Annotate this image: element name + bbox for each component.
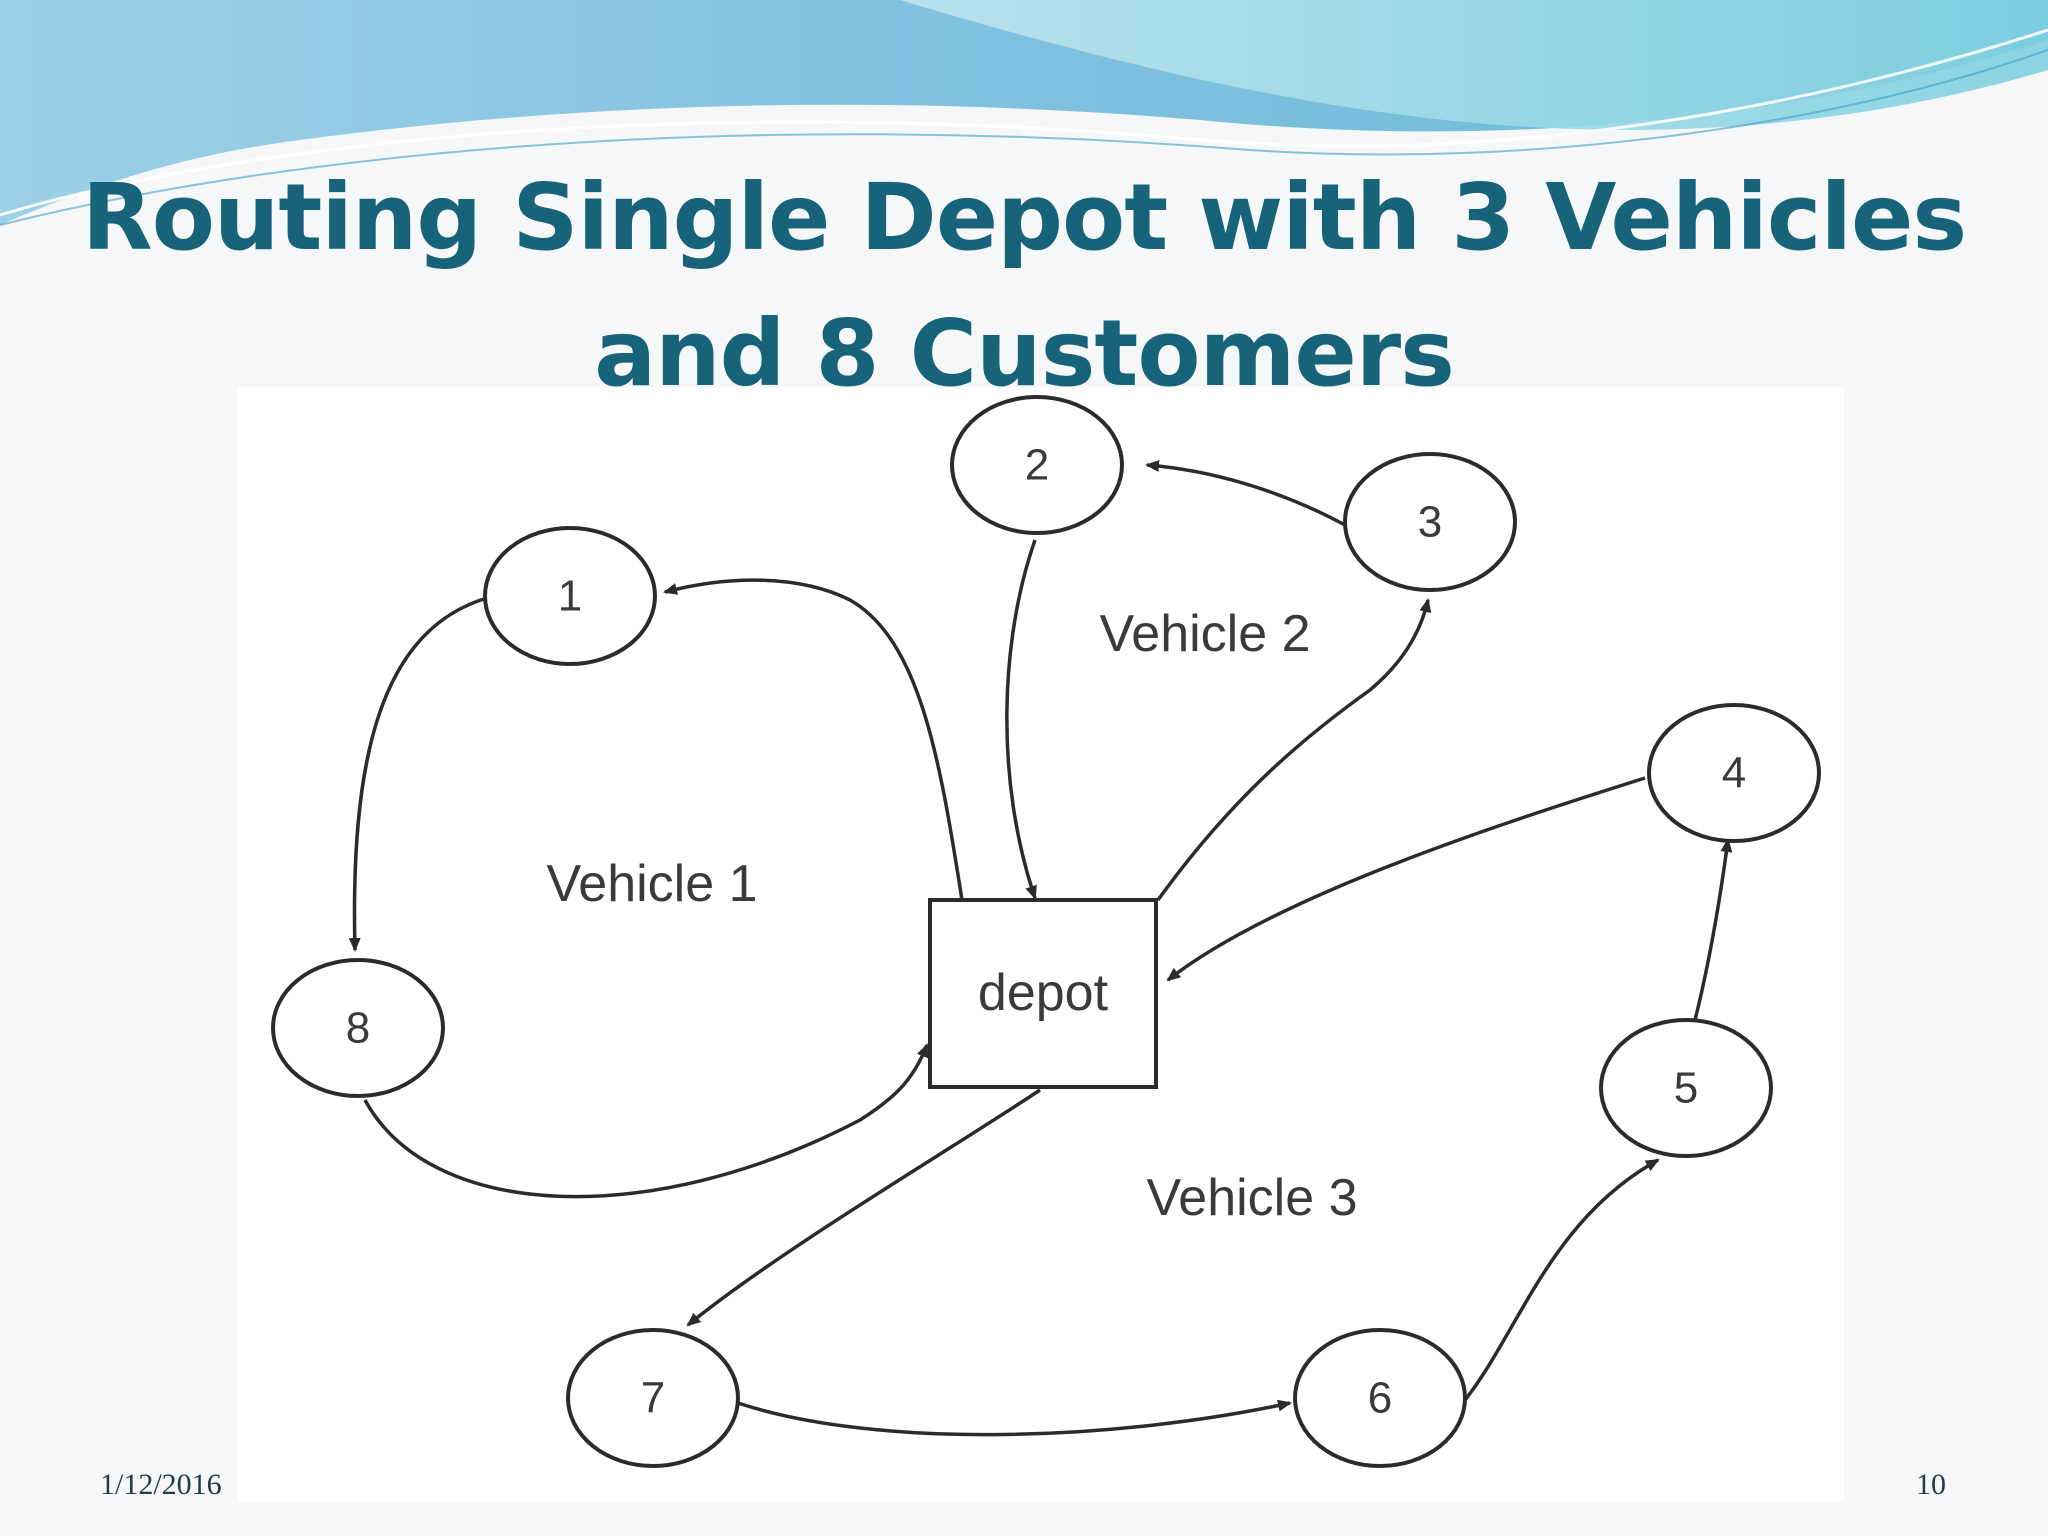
node-label: 2 — [1025, 441, 1049, 490]
vehicle-3-label: Vehicle 3 — [1146, 1169, 1357, 1227]
edge-5-to-4 — [1693, 838, 1733, 1021]
node-label: 4 — [1722, 749, 1746, 798]
header-wave-decoration — [0, 0, 2048, 226]
edge-depot-to-1 — [663, 578, 964, 901]
edge-2-to-depot — [1005, 539, 1037, 900]
slide-date: 1/12/2016 — [100, 1468, 222, 1501]
edge-3-to-2 — [1145, 459, 1346, 527]
customer-node-3: 3 — [1343, 452, 1517, 592]
customer-node-8: 8 — [271, 958, 445, 1098]
node-label: 5 — [1674, 1064, 1698, 1113]
vehicle-1-label: Vehicle 1 — [546, 855, 757, 913]
depot-label: depot — [978, 964, 1109, 1022]
node-label: 7 — [641, 1374, 665, 1423]
customer-node-2: 2 — [950, 395, 1124, 535]
edge-7-to-6 — [737, 1399, 1292, 1437]
customer-node-7: 7 — [566, 1328, 740, 1468]
slide-page-number: 10 — [1916, 1468, 1946, 1501]
node-label: 1 — [558, 572, 582, 621]
edge-4-to-depot — [1166, 776, 1646, 982]
edge-6-to-5 — [1463, 1158, 1660, 1402]
customer-node-5: 5 — [1599, 1018, 1773, 1158]
edge-depot-to-7 — [686, 1088, 1041, 1327]
slide-title-line-1: Routing Single Depot with 3 Vehicles — [81, 164, 1967, 271]
node-label: 6 — [1368, 1374, 1392, 1423]
vehicle-2-label: Vehicle 2 — [1099, 605, 1310, 663]
node-label: 8 — [346, 1004, 370, 1053]
customer-node-6: 6 — [1293, 1328, 1467, 1468]
customer-node-4: 4 — [1647, 703, 1821, 843]
edge-1-to-8 — [348, 596, 488, 952]
edge-8-to-depot — [363, 1043, 929, 1199]
edge-depot-to-3 — [1156, 598, 1432, 902]
depot-box — [928, 898, 1158, 1089]
customer-node-1: 1 — [483, 526, 657, 666]
node-label: 3 — [1418, 498, 1442, 547]
